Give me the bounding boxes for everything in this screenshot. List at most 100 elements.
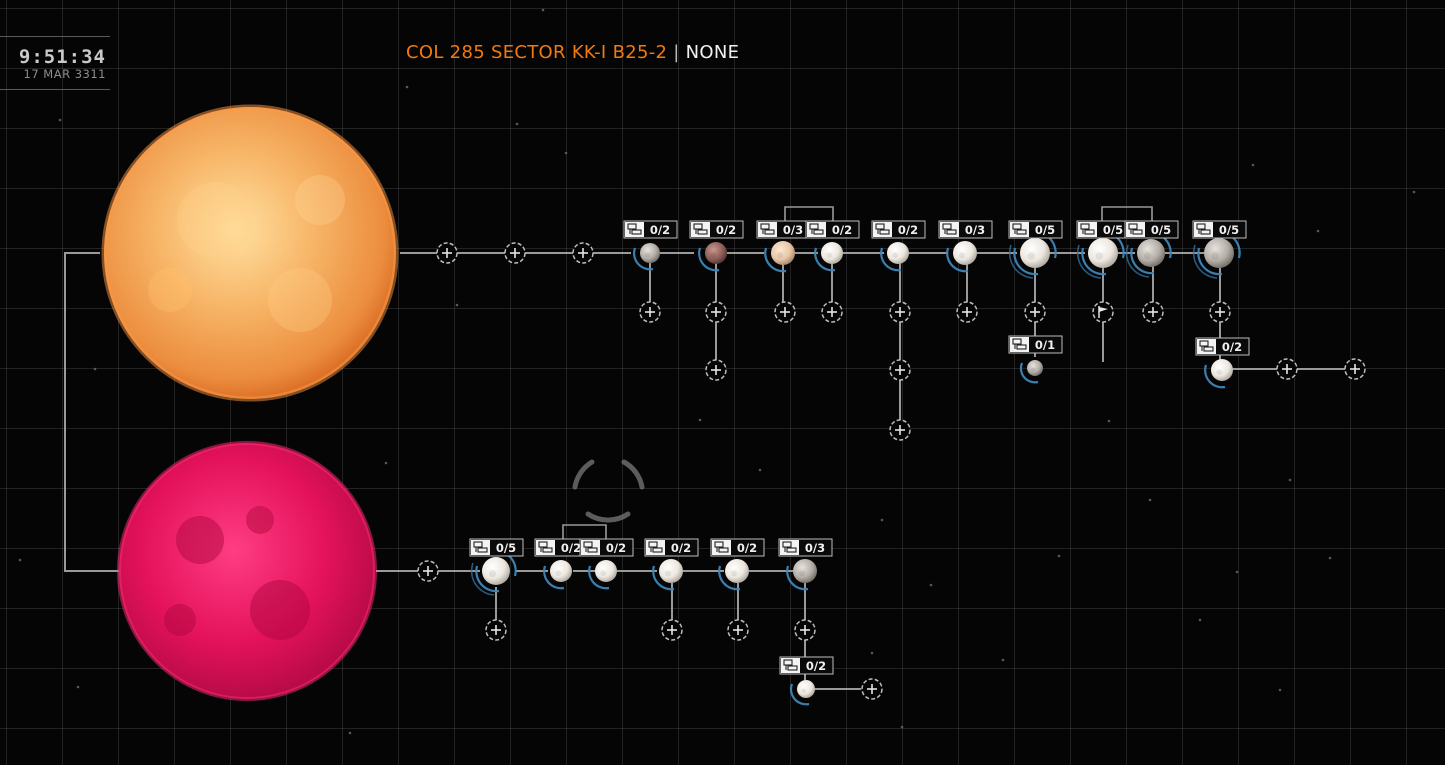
planet-body[interactable] [786, 559, 817, 591]
system-title: COL 285 SECTOR KK-I B25-2|NONE [406, 42, 739, 63]
signal-label[interactable]: 0/1 [1008, 335, 1063, 354]
add-body-button[interactable] [889, 359, 911, 381]
add-body-button[interactable] [889, 419, 911, 441]
signal-label[interactable]: 0/2 [710, 538, 765, 557]
signal-label[interactable]: 0/2 [579, 538, 634, 557]
clock-time: 9:51:34 [18, 46, 106, 68]
signal-count: 0/2 [737, 541, 757, 555]
signal-sources-icon [783, 659, 798, 671]
signal-label[interactable]: 0/2 [623, 220, 678, 239]
planet-body[interactable] [1192, 230, 1241, 279]
add-body-button[interactable] [1276, 358, 1298, 380]
add-body-button[interactable] [661, 619, 683, 641]
system-name: COL 285 SECTOR KK-I B25-2 [406, 42, 668, 63]
signal-count: 0/2 [898, 223, 918, 237]
planet-body[interactable] [1008, 230, 1057, 279]
planet-body[interactable] [1019, 360, 1043, 384]
planet-body[interactable] [764, 241, 795, 273]
signal-label[interactable]: 0/3 [938, 220, 993, 239]
planet-body[interactable] [588, 560, 617, 590]
add-body-button[interactable] [889, 301, 911, 323]
secondary-star[interactable] [115, 439, 379, 703]
signal-label[interactable]: 0/5 [1192, 220, 1247, 239]
signal-label[interactable]: 0/3 [756, 220, 811, 239]
flag-icon [1099, 307, 1108, 312]
signal-count: 0/2 [650, 223, 670, 237]
signal-count: 0/5 [1103, 223, 1123, 237]
background-starfield [18, 8, 1416, 735]
signal-count: 0/1 [1035, 338, 1055, 352]
signal-label[interactable]: 0/3 [778, 538, 833, 557]
signal-sources-icon [1199, 340, 1214, 352]
planet-body[interactable] [1204, 359, 1233, 389]
add-body-button[interactable] [956, 301, 978, 323]
signal-label[interactable]: 0/5 [1008, 220, 1063, 239]
planet-body[interactable] [652, 559, 683, 591]
add-body-button[interactable] [1209, 301, 1231, 323]
planet-body[interactable] [880, 242, 909, 272]
add-body-button[interactable] [436, 242, 458, 264]
planet-body[interactable] [1076, 230, 1125, 279]
signal-sources-icon [760, 223, 775, 235]
system-allegiance: NONE [685, 42, 740, 63]
planet-body[interactable] [718, 559, 749, 591]
add-buttons [417, 242, 1366, 700]
planet-body[interactable] [633, 243, 660, 271]
signal-count: 0/2 [671, 541, 691, 555]
signal-count: 0/5 [1151, 223, 1171, 237]
add-body-button[interactable] [705, 301, 727, 323]
signal-sources-icon [583, 541, 598, 553]
planet-body[interactable] [814, 242, 843, 272]
add-body-button[interactable] [794, 619, 816, 641]
add-body-button[interactable] [485, 619, 507, 641]
add-body-button[interactable] [572, 242, 594, 264]
signal-sources-icon [942, 223, 957, 235]
binary-connector-line [64, 252, 120, 572]
signal-count: 0/5 [1035, 223, 1055, 237]
signal-label[interactable]: 0/5 [1076, 220, 1131, 239]
signal-label[interactable]: 0/2 [805, 220, 860, 239]
binary-bracket-lines [562, 206, 1153, 540]
signal-sources-icon [809, 223, 824, 235]
signal-label[interactable]: 0/5 [469, 538, 524, 557]
planet-body[interactable] [698, 242, 727, 272]
planet-body[interactable] [470, 549, 517, 596]
signal-sources-icon [1080, 223, 1095, 235]
add-body-button[interactable] [861, 678, 883, 700]
signal-sources-icon [714, 541, 729, 553]
signal-label[interactable]: 0/2 [779, 656, 834, 675]
signal-label[interactable]: 0/2 [1195, 337, 1250, 356]
add-body-button[interactable] [1344, 358, 1366, 380]
add-body-button[interactable] [774, 301, 796, 323]
signal-count: 0/2 [1222, 340, 1242, 354]
add-body-button[interactable] [1024, 301, 1046, 323]
primary-star[interactable] [101, 104, 399, 402]
add-body-button[interactable] [821, 301, 843, 323]
planet-body[interactable] [543, 560, 572, 590]
signal-label[interactable]: 0/2 [534, 538, 589, 557]
planet-body[interactable] [946, 241, 977, 273]
signal-label[interactable]: 0/2 [644, 538, 699, 557]
signal-label[interactable]: 0/2 [689, 220, 744, 239]
add-body-button[interactable] [705, 359, 727, 381]
signal-count: 0/2 [716, 223, 736, 237]
add-body-button[interactable] [639, 301, 661, 323]
title-separator: | [673, 42, 680, 63]
bodies [470, 230, 1241, 706]
signal-count: 0/5 [1219, 223, 1239, 237]
signal-count: 0/2 [832, 223, 852, 237]
planet-body[interactable] [1125, 231, 1172, 278]
signal-label[interactable]: 0/2 [871, 220, 926, 239]
add-body-button[interactable] [417, 560, 439, 582]
add-body-button[interactable] [727, 619, 749, 641]
flag-button[interactable] [1092, 301, 1114, 323]
signal-label[interactable]: 0/5 [1124, 220, 1179, 239]
clock-date: 17 MAR 3311 [23, 67, 106, 81]
add-body-button[interactable] [1142, 301, 1164, 323]
signal-count: 0/2 [561, 541, 581, 555]
add-body-button[interactable] [504, 242, 526, 264]
signal-sources-icon [1128, 223, 1143, 235]
planet-body[interactable] [789, 680, 815, 706]
